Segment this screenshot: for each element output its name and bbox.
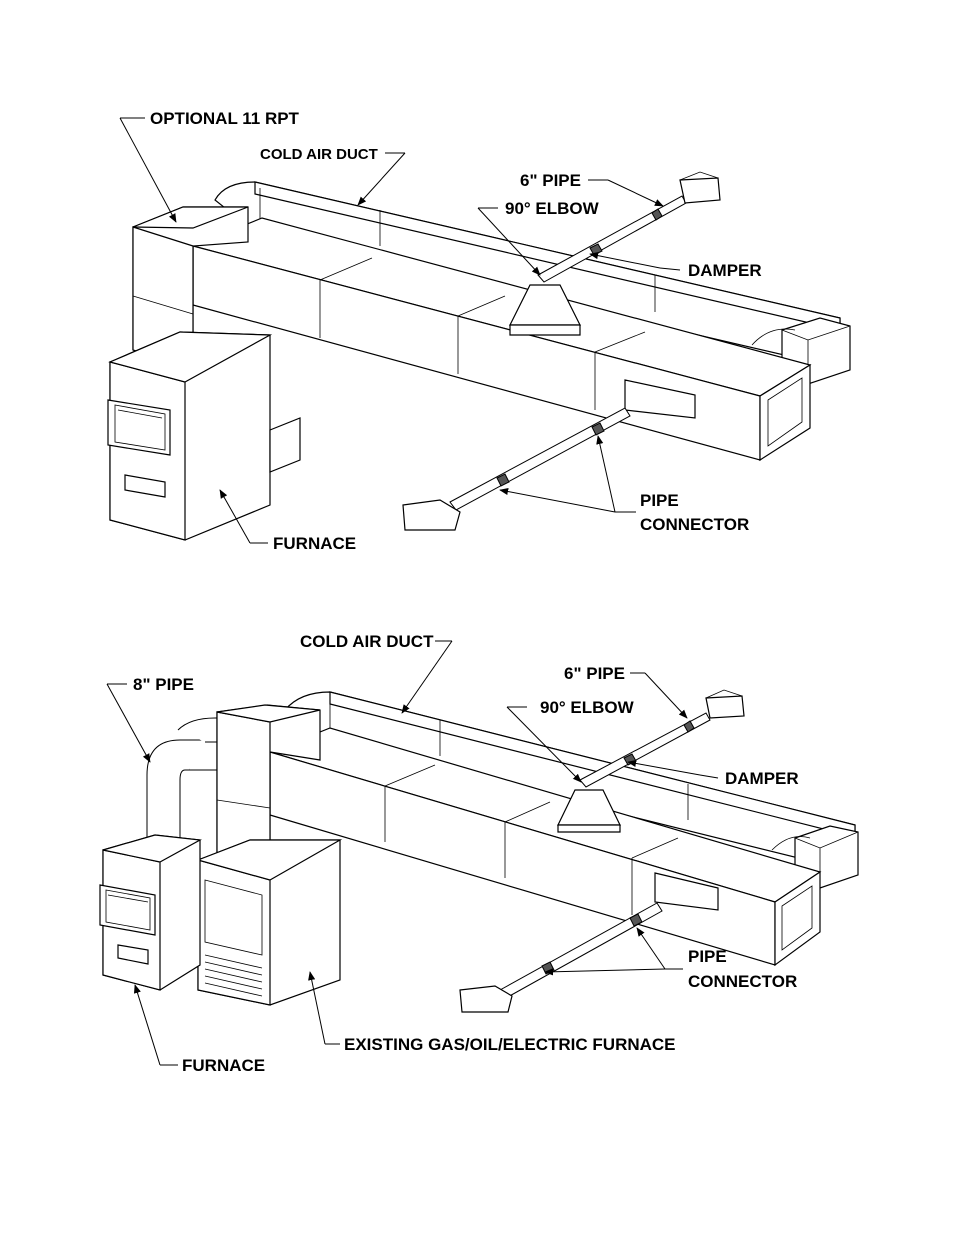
top-label-six-pipe: 6" PIPE bbox=[520, 171, 581, 190]
top-label-damper: DAMPER bbox=[688, 261, 762, 280]
top-installation: OPTIONAL 11 RPT COLD AIR DUCT 6" PIPE 90… bbox=[107, 109, 851, 553]
bottom-upper-register bbox=[705, 695, 745, 719]
bottom-label-damper: DAMPER bbox=[725, 769, 799, 788]
top-lower-pipe-run bbox=[402, 379, 696, 531]
bottom-label-pipe-connector-line2: CONNECTOR bbox=[688, 972, 797, 991]
bottom-existing-furnace bbox=[196, 704, 343, 1006]
top-lower-takeoff bbox=[624, 379, 696, 419]
bottom-label-eight-pipe: 8" PIPE bbox=[133, 675, 194, 694]
bottom-label-cold-air-duct: COLD AIR DUCT bbox=[300, 632, 434, 651]
bottom-label-pipe-connector-line1: PIPE bbox=[688, 947, 727, 966]
bottom-lower-takeoff bbox=[654, 872, 719, 911]
top-lower-register bbox=[402, 499, 461, 531]
bottom-label-existing-furnace: EXISTING GAS/OIL/ELECTRIC FURNACE bbox=[344, 1035, 676, 1054]
top-label-furnace: FURNACE bbox=[273, 534, 356, 553]
top-label-cold-air-duct: COLD AIR DUCT bbox=[260, 146, 378, 163]
top-cold-air-duct bbox=[214, 181, 851, 385]
top-upper-register bbox=[679, 177, 721, 204]
bottom-cold-air-duct bbox=[284, 691, 859, 889]
top-upper-pipe-run bbox=[509, 171, 721, 336]
bottom-label-six-pipe: 6" PIPE bbox=[564, 664, 625, 683]
top-furnace bbox=[107, 331, 301, 541]
bottom-installation: COLD AIR DUCT 8" PIPE 6" PIPE 90° ELBOW … bbox=[99, 632, 859, 1075]
top-label-pipe-connector-line1: PIPE bbox=[640, 491, 679, 510]
top-label-optional: OPTIONAL 11 RPT bbox=[150, 109, 300, 128]
bottom-label-furnace: FURNACE bbox=[182, 1056, 265, 1075]
bottom-furnace-control-panel bbox=[99, 884, 156, 936]
bottom-furnace bbox=[99, 834, 202, 991]
bottom-label-elbow: 90° ELBOW bbox=[540, 698, 635, 717]
top-label-elbow: 90° ELBOW bbox=[505, 199, 600, 218]
top-label-pipe-connector-line2: CONNECTOR bbox=[640, 515, 749, 534]
top-furnace-control-panel bbox=[107, 399, 171, 456]
bottom-lower-register bbox=[459, 985, 513, 1013]
